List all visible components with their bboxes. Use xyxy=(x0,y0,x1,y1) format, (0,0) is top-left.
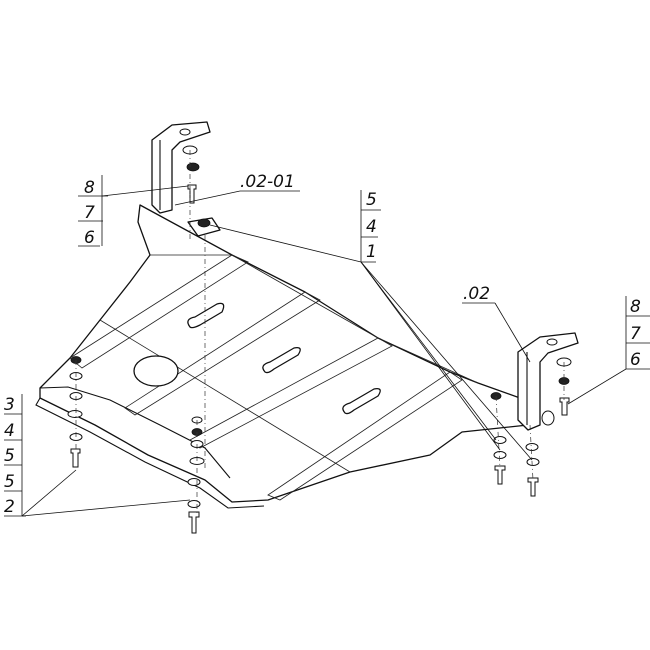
washer-center-4 xyxy=(187,500,201,508)
washer-rear-4 xyxy=(526,458,540,466)
rear-bracket xyxy=(517,332,579,431)
bend-line-rear xyxy=(231,254,479,384)
rib-2 xyxy=(124,291,321,416)
callout-rear-bracket-leader xyxy=(494,302,531,363)
callout-center-label-3: 1 xyxy=(366,242,377,262)
rear-bracket-lower-hole xyxy=(541,410,555,426)
callout-center-label-1: 5 xyxy=(366,190,377,210)
callout-center-leader-3 xyxy=(360,261,533,461)
rear-bracket-body xyxy=(517,332,579,431)
front-bracket-body xyxy=(151,121,211,214)
callout-front-bracket-label: .02-01 xyxy=(240,172,295,192)
plate-front-edge xyxy=(35,397,265,509)
callout-center-label-2: 4 xyxy=(366,217,377,237)
plate-front-lip xyxy=(39,386,231,479)
front-mount-hole-left xyxy=(67,410,83,418)
slot-1 xyxy=(187,302,225,329)
rib-1 xyxy=(69,254,249,369)
washer-rear-1 xyxy=(493,436,507,444)
axis-rear-2 xyxy=(529,424,534,481)
callout-front-bracket-leader xyxy=(174,190,241,206)
callout-left-leader-1 xyxy=(21,469,77,517)
callout-top-left: 8 7 6 xyxy=(78,175,189,248)
bolt-rear-1 xyxy=(494,465,506,485)
callout-center-leader-1 xyxy=(209,224,362,263)
bolt-rear-2 xyxy=(527,477,539,497)
bend-line-front xyxy=(99,319,351,473)
callout-right-leader xyxy=(567,368,627,405)
rear-bracket-hole xyxy=(546,338,558,346)
callout-left-frame xyxy=(4,394,26,517)
callout-top-left-label-1: 8 xyxy=(84,178,95,198)
nut-top-1 xyxy=(186,162,200,172)
washer-rear-2 xyxy=(493,451,507,459)
callout-left-leader-2 xyxy=(21,499,191,517)
callout-rear-bracket-label: .02 xyxy=(463,284,490,304)
callout-center-leader-4 xyxy=(360,261,497,441)
nut-plate-top xyxy=(197,218,211,228)
rib-4 xyxy=(267,371,463,501)
callout-right: 8 7 6 xyxy=(567,296,650,405)
axis-rear-1 xyxy=(495,395,501,469)
skid-plate xyxy=(35,204,536,509)
callout-top-left-label-3: 6 xyxy=(84,228,95,248)
callout-rear-bracket: .02 xyxy=(462,284,531,363)
callout-front-bracket: .02-01 xyxy=(174,172,300,206)
callout-left: 3 4 5 5 2 xyxy=(4,394,191,517)
callout-center-leader-2 xyxy=(360,261,501,451)
washer-rear-3 xyxy=(525,443,539,451)
slot-3 xyxy=(342,388,381,415)
callout-center-frame xyxy=(360,190,381,263)
bolt-center xyxy=(188,511,200,534)
callout-left-label-1: 3 xyxy=(4,395,15,415)
callout-top-left-label-2: 7 xyxy=(84,203,95,223)
assembly-axes xyxy=(75,150,565,515)
callout-center: 5 4 1 xyxy=(209,190,533,461)
round-access-hole xyxy=(133,355,179,387)
callout-left-label-4: 5 xyxy=(4,472,15,492)
bolt-right xyxy=(559,397,570,416)
callout-right-label-1: 8 xyxy=(630,297,641,317)
hardware xyxy=(69,145,572,534)
callout-right-frame xyxy=(625,296,650,370)
bolt-left xyxy=(70,448,81,468)
front-bracket-hole xyxy=(179,128,191,136)
callout-top-left-leader xyxy=(101,185,189,197)
slot-2 xyxy=(262,347,301,374)
callout-right-label-2: 7 xyxy=(630,324,641,344)
callout-top-left-frame xyxy=(78,175,108,247)
callout-right-label-3: 6 xyxy=(630,350,641,370)
washer-center-3 xyxy=(187,478,201,486)
bolt-top-1 xyxy=(187,184,197,204)
callout-left-label-2: 4 xyxy=(4,421,15,441)
callout-left-label-5: 2 xyxy=(4,497,15,517)
callout-left-label-3: 5 xyxy=(4,446,15,466)
